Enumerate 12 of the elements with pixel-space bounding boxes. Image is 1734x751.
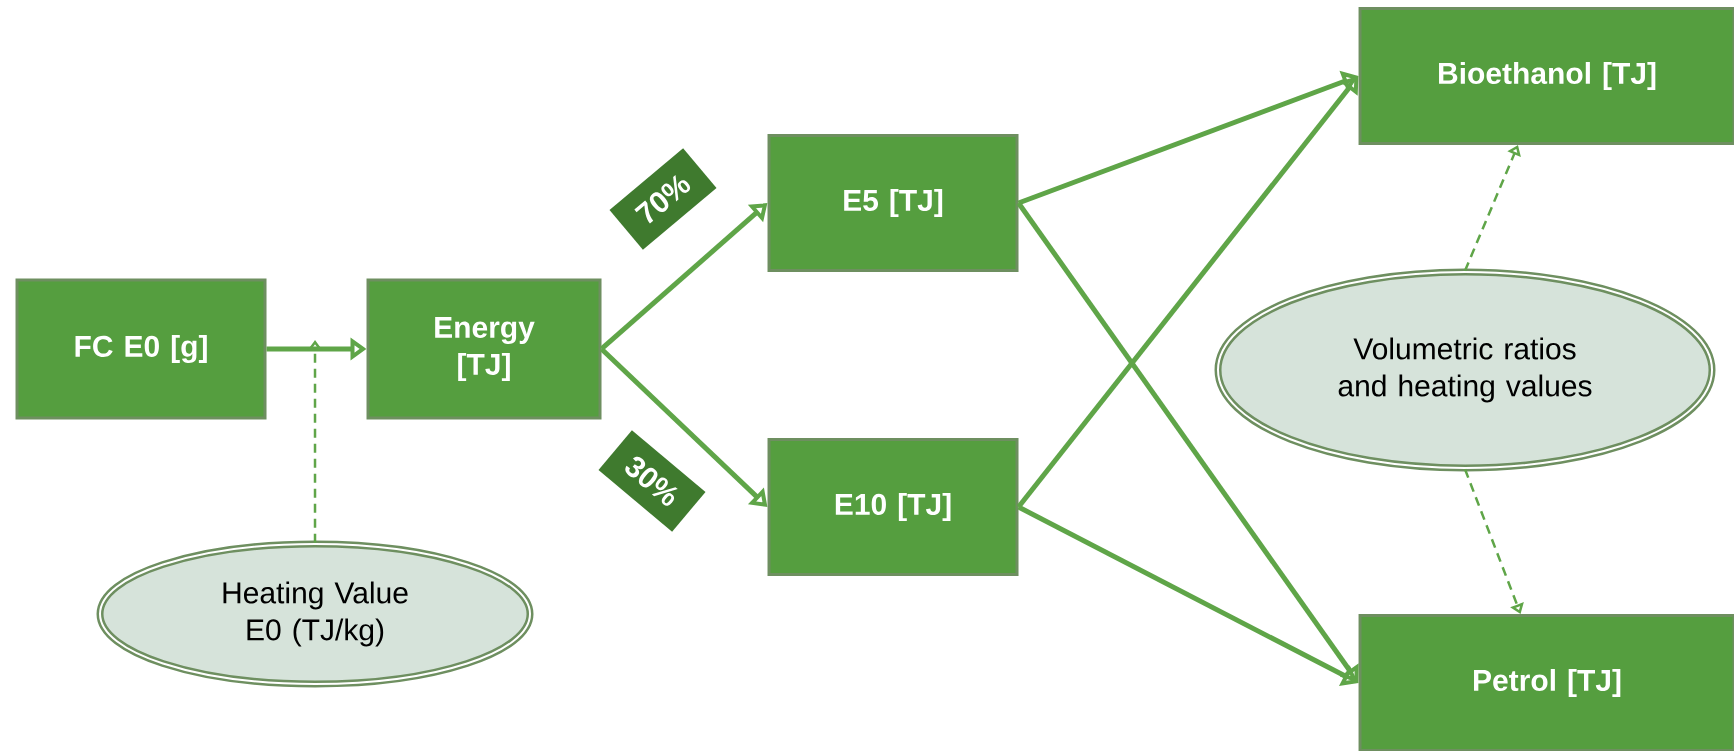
edge-label: 30%: [625, 456, 678, 506]
process-box: FC E0 [g]: [15, 278, 267, 420]
edge-label: 70%: [634, 175, 691, 224]
process-box: Energy [TJ]: [366, 278, 602, 420]
process-box: Petrol [TJ]: [1358, 614, 1734, 751]
process-box: E5 [TJ]: [767, 134, 1019, 272]
process-box: Bioethanol [TJ]: [1358, 7, 1734, 145]
arrow: [1016, 201, 1359, 683]
arrow: [1463, 145, 1521, 272]
process-box: E10 [TJ]: [767, 438, 1019, 576]
arrow: [1016, 76, 1359, 509]
arrow: [1463, 468, 1524, 614]
